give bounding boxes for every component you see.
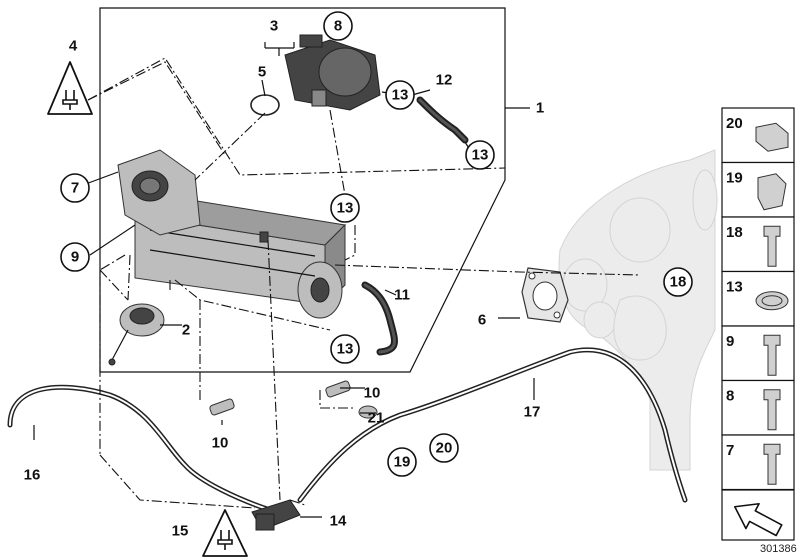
hose-12 <box>416 96 469 144</box>
svg-text:10: 10 <box>364 385 381 402</box>
legend-row-9: 9 <box>721 325 795 382</box>
svg-text:18: 18 <box>670 274 687 291</box>
svg-text:12: 12 <box>436 72 453 89</box>
svg-text:13: 13 <box>337 200 354 217</box>
legend-part-13-icon <box>755 291 789 311</box>
callout-12: 12 <box>436 72 453 89</box>
callout-13: 13 <box>465 140 495 170</box>
legend-row-13: 13 <box>721 270 795 327</box>
callout-20: 20 <box>429 433 459 463</box>
svg-text:19: 19 <box>726 170 743 187</box>
callout-19: 19 <box>387 447 417 477</box>
bolt-10b <box>325 380 351 398</box>
callout-2: 2 <box>182 322 190 339</box>
hose-11 <box>361 281 398 356</box>
egr-flange <box>117 149 201 236</box>
o-ring <box>250 94 280 116</box>
callout-13: 13 <box>330 334 360 364</box>
svg-text:10: 10 <box>212 435 229 452</box>
callout-21: 21 <box>368 410 385 427</box>
callout-1: 1 <box>536 100 544 117</box>
svg-text:13: 13 <box>337 341 354 358</box>
svg-text:8: 8 <box>334 18 342 35</box>
gasket <box>521 267 569 323</box>
legend-row-7: 7 <box>721 434 795 491</box>
legend-row-18: 18 <box>721 216 795 273</box>
intake-manifold-ghost <box>558 149 718 471</box>
callout-15: 15 <box>172 523 189 540</box>
egr-actuator <box>284 34 381 111</box>
svg-text:13: 13 <box>472 147 489 164</box>
svg-text:19: 19 <box>394 454 411 471</box>
legend-part-20-icon <box>755 122 789 152</box>
vacuum-line-16 <box>7 384 273 513</box>
arrow-navigation-icon <box>721 489 795 541</box>
callout-4: 4 <box>69 38 78 55</box>
svg-text:20: 20 <box>726 115 743 132</box>
callout-7: 7 <box>60 173 90 203</box>
callout-labels: 1234567891010111213131313141516171819202… <box>24 11 693 540</box>
svg-text:4: 4 <box>69 38 78 55</box>
callout-13: 13 <box>330 193 360 223</box>
legend-part-18-icon <box>763 225 781 267</box>
svg-text:7: 7 <box>726 442 734 459</box>
svg-text:17: 17 <box>524 404 541 421</box>
svg-text:11: 11 <box>394 287 410 304</box>
callout-5: 5 <box>258 64 266 81</box>
callout-3: 3 <box>270 18 278 35</box>
legend-row-8: 8 <box>721 379 795 436</box>
svg-text:15: 15 <box>172 523 189 540</box>
svg-text:1: 1 <box>536 100 544 117</box>
svg-text:7: 7 <box>71 180 79 197</box>
svg-text:13: 13 <box>392 87 409 104</box>
parts-legend: 20 19 18 13 9 8 7 <box>721 107 795 491</box>
svg-text:9: 9 <box>726 333 734 350</box>
leader-lines <box>33 42 641 518</box>
diagram-number: 301386 <box>760 543 797 555</box>
svg-text:21: 21 <box>368 410 385 427</box>
legend-part-7-icon <box>763 443 781 485</box>
vacuum-line-17 <box>297 347 688 503</box>
egr-cooler <box>133 194 347 319</box>
vacuum-unit <box>108 303 165 366</box>
svg-text:2: 2 <box>182 322 190 339</box>
pressure-converter <box>251 499 301 531</box>
legend-part-8-icon <box>763 389 781 431</box>
callout-9: 9 <box>60 242 90 272</box>
callout-10: 10 <box>364 385 381 402</box>
assembly-frame <box>99 7 506 373</box>
svg-text:14: 14 <box>330 513 347 530</box>
legend-part-9-icon <box>763 334 781 376</box>
svg-text:5: 5 <box>258 64 266 81</box>
callout-6: 6 <box>478 312 486 329</box>
svg-text:20: 20 <box>436 440 453 457</box>
svg-text:18: 18 <box>726 224 743 241</box>
callout-14: 14 <box>330 513 347 530</box>
svg-text:16: 16 <box>24 467 41 484</box>
svg-text:6: 6 <box>478 312 486 329</box>
legend-part-19-icon <box>757 173 787 211</box>
electrical-warning-icon <box>202 509 248 557</box>
bolt-10a <box>209 398 235 416</box>
svg-text:3: 3 <box>270 18 278 35</box>
callout-10: 10 <box>212 435 229 452</box>
legend-row-20: 20 <box>721 107 795 164</box>
callout-17: 17 <box>524 404 541 421</box>
legend-row-19: 19 <box>721 161 795 218</box>
callout-18: 18 <box>663 267 693 297</box>
electrical-warning-icon <box>47 61 93 115</box>
svg-text:8: 8 <box>726 388 734 405</box>
svg-text:9: 9 <box>71 249 79 266</box>
callout-8: 8 <box>323 11 353 41</box>
callout-16: 16 <box>24 467 41 484</box>
callout-11: 11 <box>394 287 410 304</box>
svg-text:13: 13 <box>726 279 743 296</box>
cap-21 <box>358 405 378 419</box>
callout-13: 13 <box>385 80 415 110</box>
